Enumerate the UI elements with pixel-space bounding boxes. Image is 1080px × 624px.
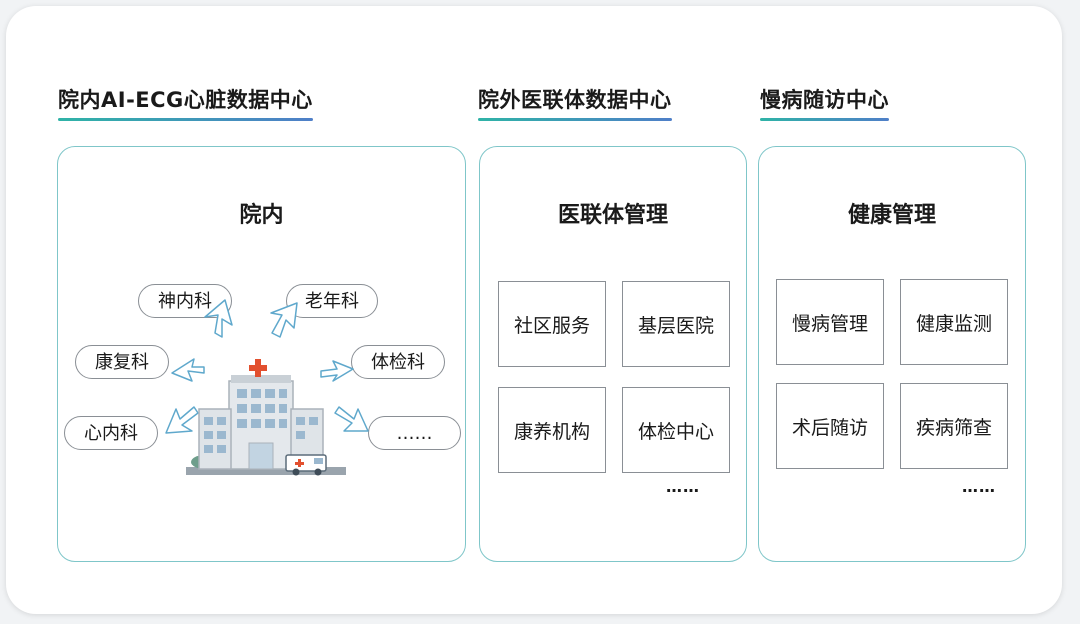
arrow-icon bbox=[165, 406, 199, 434]
arrow-icon bbox=[334, 406, 369, 432]
panel-health: 健康管理 慢病管理 健康监测 术后随访 疾病筛查 …… bbox=[758, 146, 1026, 562]
box-primary-hospital: 基层医院 bbox=[622, 281, 730, 367]
box-health-monitoring: 健康监测 bbox=[900, 279, 1008, 365]
box-care-institution: 康养机构 bbox=[498, 387, 606, 473]
panel-inhospital: 院内 神内科 老年科 康复科 体检科 心内科 …… bbox=[57, 146, 466, 562]
hospital-building-icon bbox=[186, 359, 346, 475]
title-underline bbox=[478, 118, 672, 121]
panel-title: 健康管理 bbox=[847, 203, 936, 228]
section-title-alliance: 院外医联体数据中心 bbox=[478, 84, 672, 121]
arrow-icon bbox=[204, 299, 233, 338]
title-underline bbox=[760, 118, 889, 121]
arrow-icon bbox=[270, 302, 298, 338]
dept-physical-exam: 体检科 bbox=[351, 345, 445, 379]
title-underline bbox=[58, 118, 313, 121]
section-title-followup: 慢病随访中心 bbox=[760, 84, 889, 121]
arrows-group bbox=[165, 299, 369, 434]
dept-cardiology: 心内科 bbox=[64, 416, 158, 450]
box-exam-center: 体检中心 bbox=[622, 387, 730, 473]
more-indicator: …… bbox=[962, 477, 996, 496]
dept-more: …… bbox=[368, 416, 461, 450]
panel-alliance: 医联体管理 社区服务 基层医院 康养机构 体检中心 …… bbox=[479, 146, 747, 562]
box-community-service: 社区服务 bbox=[498, 281, 606, 367]
section-title-inhospital: 院内AI-ECG心脏数据中心 bbox=[58, 84, 313, 121]
box-chronic-management: 慢病管理 bbox=[776, 279, 884, 365]
dept-geriatrics: 老年科 bbox=[286, 284, 378, 318]
arrow-icon bbox=[320, 360, 354, 382]
box-disease-screening: 疾病筛查 bbox=[900, 383, 1008, 469]
ambulance-icon bbox=[285, 454, 327, 476]
box-postop-followup: 术后随访 bbox=[776, 383, 884, 469]
arrow-icon bbox=[171, 358, 205, 382]
panel-title: 院内 bbox=[239, 203, 284, 228]
section-title-text: 院外医联体数据中心 bbox=[478, 88, 672, 112]
section-title-text: 院内AI-ECG心脏数据中心 bbox=[58, 88, 313, 112]
dept-rehabilitation: 康复科 bbox=[75, 345, 169, 379]
more-indicator: …… bbox=[666, 477, 700, 496]
panel-title: 医联体管理 bbox=[557, 203, 668, 228]
section-title-text: 慢病随访中心 bbox=[760, 88, 889, 112]
